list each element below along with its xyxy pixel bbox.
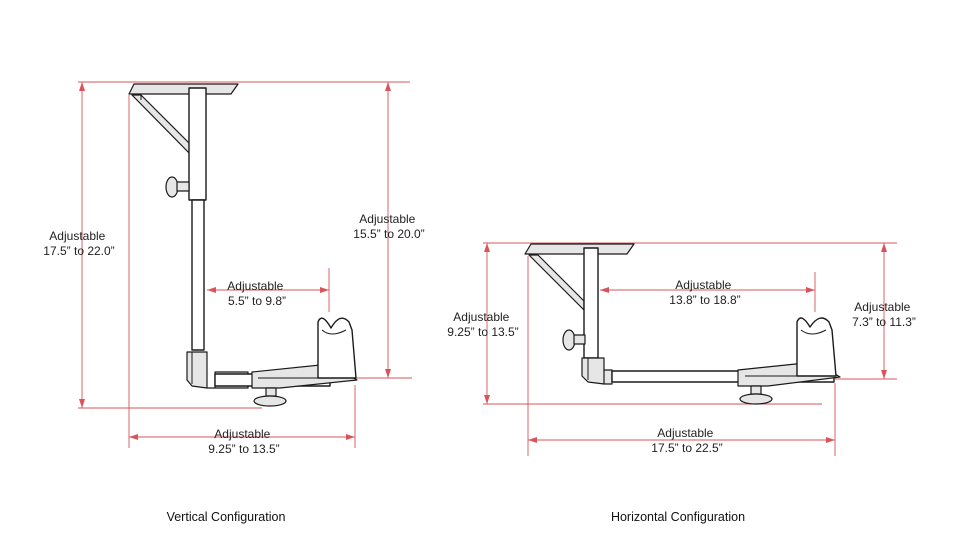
vertical-arm-label: Adjustable 5.5” to 9.8” [227, 279, 286, 308]
vertical-holder-drawing [128, 83, 358, 407]
vertical-configuration: Adjustable 17.5” to 22.0” Adjustable 15.… [43, 81, 425, 524]
horizontal-holder-drawing [524, 243, 841, 405]
horizontal-width-label: Adjustable 17.5” to 22.5” [651, 426, 722, 455]
vertical-width-label: Adjustable 9.25” to 13.5” [208, 427, 279, 456]
horizontal-arm-label: Adjustable 13.8” to 18.8” [669, 278, 740, 307]
horizontal-configuration-caption: Horizontal Configuration [611, 510, 745, 524]
vertical-overall-height-label: Adjustable 17.5” to 22.0” [43, 229, 114, 258]
horizontal-configuration: Adjustable 9.25” to 13.5” Adjustable 13.… [447, 242, 916, 524]
horizontal-holder-label: Adjustable 7.3” to 11.3” [852, 300, 916, 329]
vertical-configuration-caption: Vertical Configuration [167, 510, 286, 524]
vertical-inner-height-label: Adjustable 15.5” to 20.0” [353, 212, 424, 241]
horizontal-height-label: Adjustable 9.25” to 13.5” [447, 310, 518, 339]
vertical-dimension-lines [78, 81, 412, 448]
horizontal-dimension-lines [483, 242, 897, 456]
